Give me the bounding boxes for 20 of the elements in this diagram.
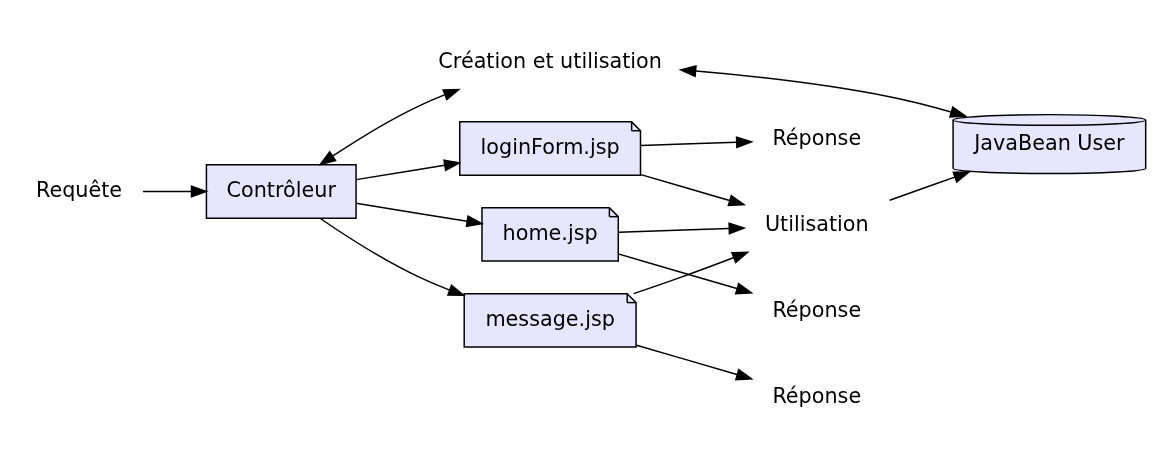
- node-text: Réponse: [772, 383, 862, 408]
- arrow: [640, 136, 754, 149]
- arrow: [888, 171, 972, 201]
- arrow: [355, 159, 462, 181]
- node-text: Création et utilisation: [438, 49, 662, 74]
- arrow: [635, 344, 754, 381]
- arrow: [618, 222, 747, 235]
- node-text: Utilisation: [764, 212, 869, 237]
- node-box: Contrôleur: [205, 164, 357, 219]
- node-text: Réponse: [772, 297, 862, 322]
- arrow: [319, 217, 466, 296]
- arrow: [142, 185, 209, 198]
- arrow: [632, 251, 750, 295]
- arrow: [355, 202, 485, 228]
- arrow: [618, 253, 754, 295]
- arrow: [318, 88, 461, 166]
- arrow: [678, 64, 968, 118]
- node-text: Requête: [35, 177, 123, 202]
- node-text: Réponse: [772, 126, 862, 151]
- arrow: [640, 173, 747, 207]
